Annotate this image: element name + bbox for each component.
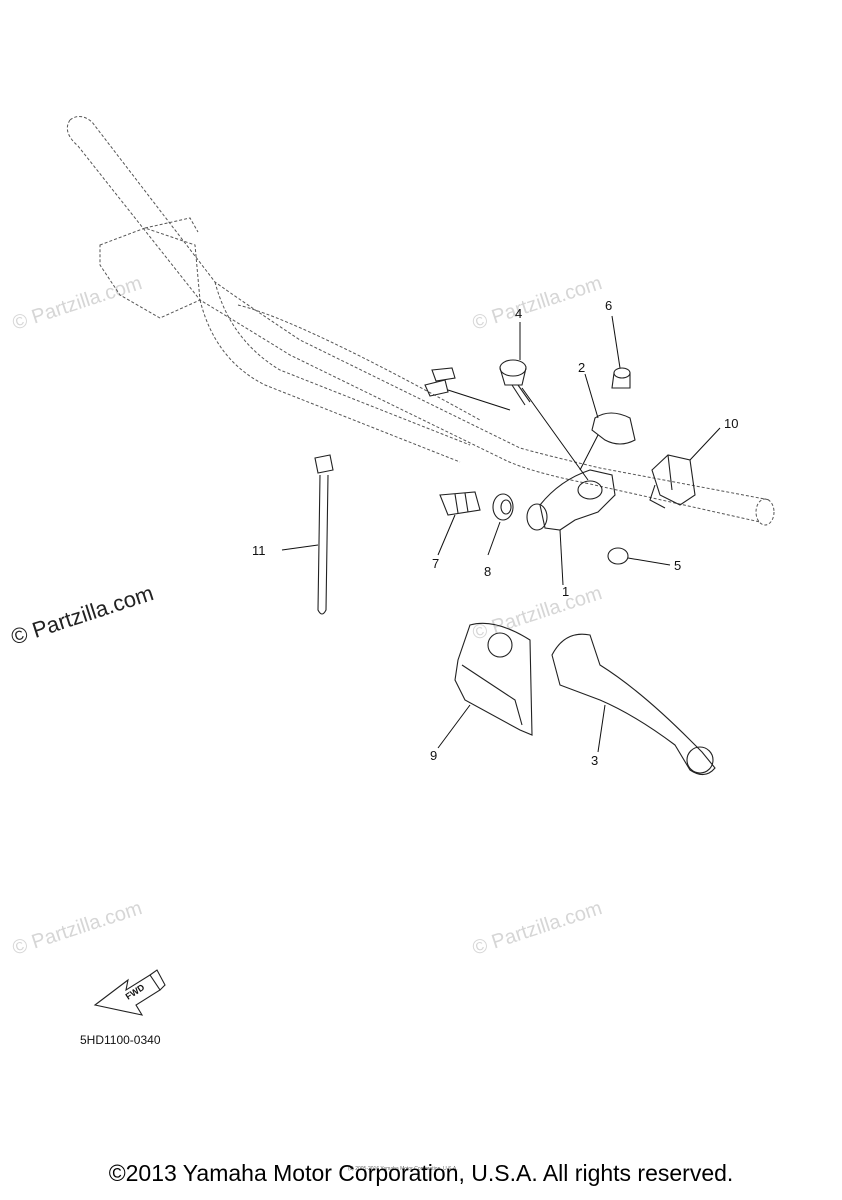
callout-7: 7 <box>432 556 439 571</box>
callout-3: 3 <box>591 753 598 768</box>
adjuster <box>439 491 481 516</box>
nut <box>607 547 629 565</box>
small-credit: (c) 2005-2016 Yamaha Motor Corporation, … <box>348 1166 458 1172</box>
watermarks: © Partzilla.com © Partzilla.com © Partzi… <box>8 272 605 960</box>
callout-10: 10 <box>724 416 738 431</box>
callout-1: 1 <box>562 584 569 599</box>
callout-11: 11 <box>252 543 266 558</box>
callout-9: 9 <box>430 748 437 763</box>
pin <box>424 367 511 411</box>
callout-6: 6 <box>605 298 612 313</box>
leader-lines <box>281 315 721 753</box>
watermark-dark: © Partzilla.com <box>8 580 157 650</box>
watermark: © Partzilla.com <box>10 272 145 335</box>
locknut <box>492 493 514 521</box>
watermark: © Partzilla.com <box>470 897 605 960</box>
watermark: © Partzilla.com <box>470 582 605 645</box>
clutch-lever <box>551 633 716 776</box>
clamp <box>591 412 636 445</box>
callout-8: 8 <box>484 564 491 579</box>
bolt <box>499 359 531 406</box>
lever-cover <box>454 622 533 736</box>
screw <box>611 367 631 389</box>
left-switch-housing <box>99 217 201 319</box>
part-code: 5HD1100-0340 <box>80 1033 161 1047</box>
copyright-footer: ©2013 Yamaha Motor Corporation, U.S.A. A… <box>108 1160 734 1186</box>
handlebar <box>66 116 775 526</box>
cable-tie <box>314 454 334 615</box>
forward-arrow-icon: FWD <box>93 969 166 1016</box>
right-clamp <box>649 454 696 509</box>
lever-holder <box>526 469 616 531</box>
callouts: 1 2 3 4 5 6 7 8 9 10 11 <box>252 298 738 768</box>
callout-2: 2 <box>578 360 585 375</box>
watermark: © Partzilla.com <box>10 897 145 960</box>
watermark: © Partzilla.com <box>470 272 605 335</box>
callout-4: 4 <box>515 306 522 321</box>
callout-5: 5 <box>674 558 681 573</box>
